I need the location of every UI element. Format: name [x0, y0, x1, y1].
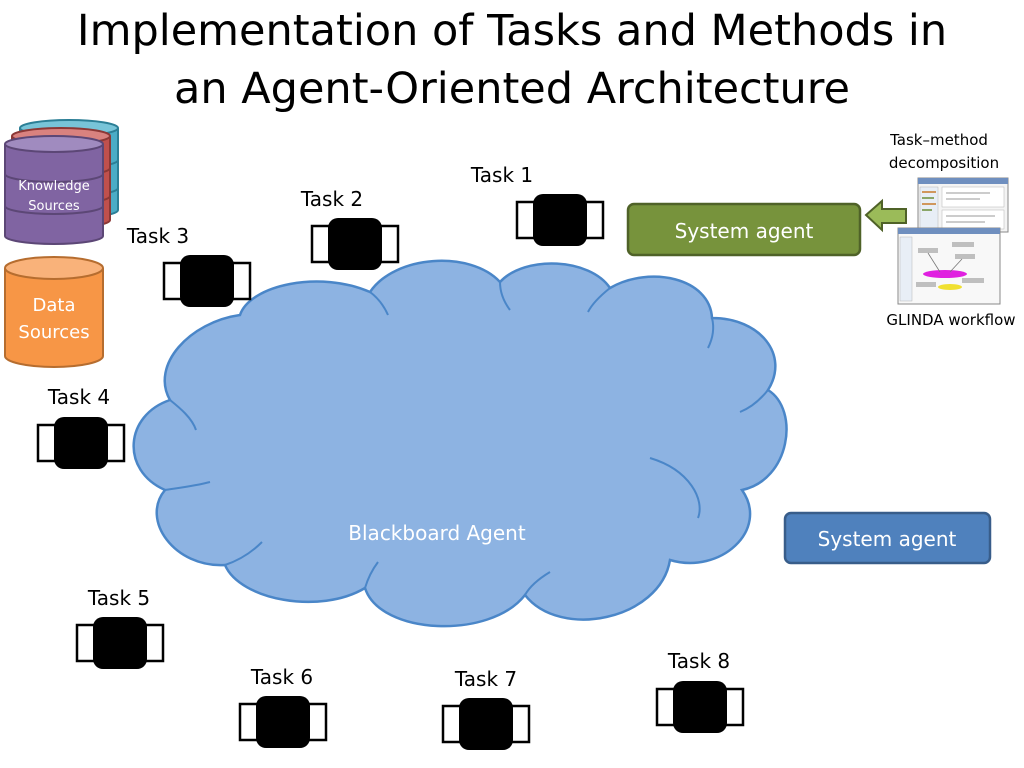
- task-1: Task 1: [470, 163, 605, 246]
- task-2: Task 2: [300, 187, 400, 270]
- blackboard-agent-label: Blackboard Agent: [348, 521, 526, 545]
- task-8-label: Task 8: [667, 649, 730, 673]
- task-3-body: [180, 255, 234, 307]
- task-6-body: [256, 696, 310, 748]
- title-line-2: an Agent-Oriented Architecture: [174, 64, 850, 114]
- system-agent-blue-label: System agent: [818, 527, 957, 551]
- knowledge-sources-label-2: Sources: [28, 199, 80, 214]
- task-7: Task 7: [441, 667, 531, 750]
- title-line-1: Implementation of Tasks and Methods in: [76, 6, 948, 56]
- arrow-left-icon: [864, 198, 907, 233]
- task-5: Task 5: [75, 586, 165, 669]
- data-sources-cylinder: Data Sources: [4, 256, 104, 368]
- blackboard-agent-cloud: Blackboard Agent: [132, 259, 788, 628]
- tasks-layer: Task 1 Task 2 Task 3 Task 4 Task 5 Task 6 Task…: [36, 163, 745, 750]
- knowledge-sources-stack: Knowledge Sources: [4, 119, 119, 245]
- task-method-label-1: Task–method: [889, 131, 988, 149]
- page-title: Implementation of Tasks and Methods in a…: [0, 2, 1024, 118]
- task-3-label: Task 3: [126, 224, 189, 248]
- task-1-label: Task 1: [470, 163, 533, 187]
- data-sources-label-1: Data: [33, 295, 76, 316]
- task-7-body: [459, 698, 513, 750]
- task-2-body: [328, 218, 382, 270]
- task-3: Task 3: [126, 224, 252, 307]
- system-agent-green-label: System agent: [675, 219, 814, 243]
- system-agent-green: System agent: [626, 202, 862, 257]
- task-4-body: [54, 417, 108, 469]
- task-1-body: [533, 194, 587, 246]
- task-8: Task 8: [655, 649, 745, 733]
- knowledge-sources-label-1: Knowledge: [18, 179, 89, 194]
- data-sources-label-2: Sources: [18, 322, 89, 343]
- system-agent-blue: System agent: [783, 511, 992, 565]
- glinda-workflow-screenshot: [897, 227, 1001, 305]
- task-6: Task 6: [238, 665, 328, 748]
- task-method-screenshot: [917, 177, 1009, 233]
- glinda-workflow-label: GLINDA workflow: [886, 311, 1015, 329]
- task-5-body: [93, 617, 147, 669]
- task-6-label: Task 6: [250, 665, 313, 689]
- task-7-label: Task 7: [454, 667, 517, 691]
- task-4-label: Task 4: [47, 385, 110, 409]
- knowledge-purple-cylinders: [4, 135, 104, 245]
- task-4: Task 4: [36, 385, 126, 469]
- task-method-label-2: decomposition: [889, 154, 999, 172]
- task-5-label: Task 5: [87, 586, 150, 610]
- task-8-body: [673, 681, 727, 733]
- task-2-label: Task 2: [300, 187, 363, 211]
